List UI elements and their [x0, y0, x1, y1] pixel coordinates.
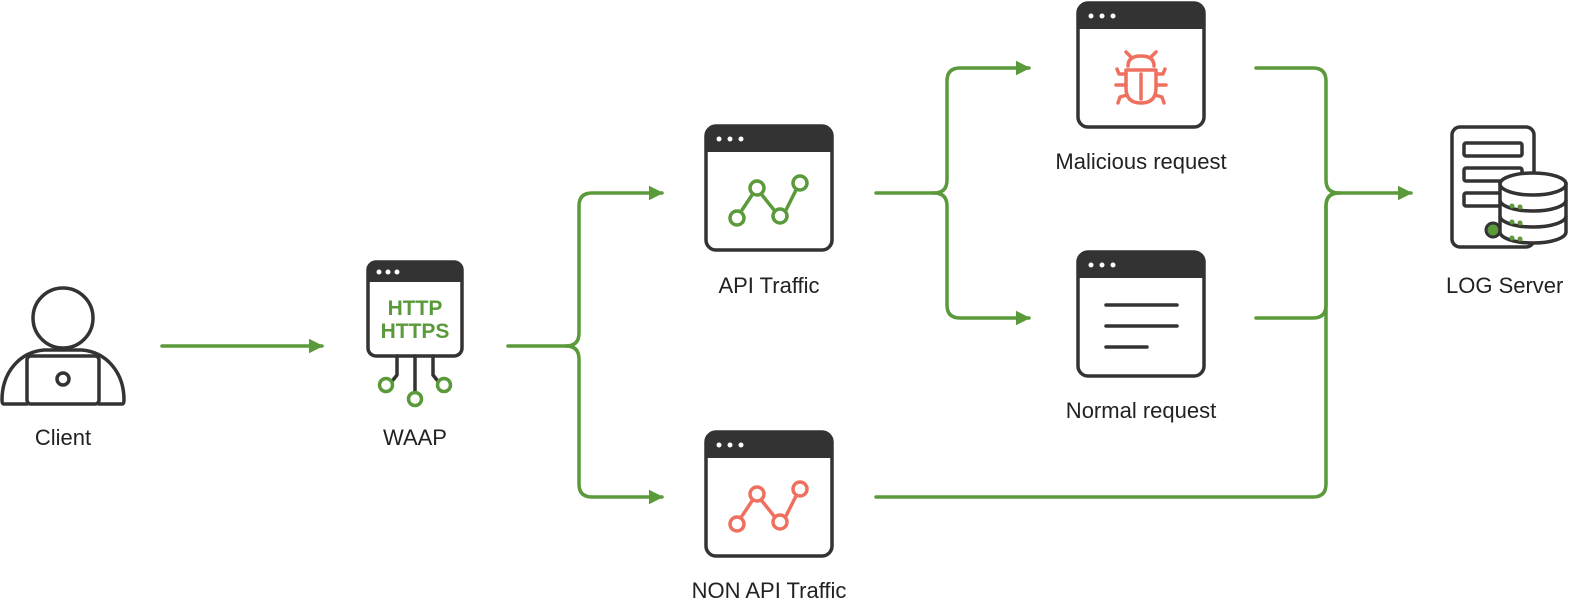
bug-window-icon: [1076, 1, 1206, 129]
green-graph-window-icon: [704, 124, 834, 252]
branch-to-normal: [932, 191, 1031, 326]
non-api-traffic-label: NON API Traffic: [691, 578, 847, 603]
merge-from-malicious: [1254, 66, 1341, 195]
waap-chip-icon: HTTP HTTPS: [366, 260, 464, 408]
api-traffic-label: API Traffic: [718, 273, 820, 298]
branch-to-api-traffic: [564, 185, 664, 348]
waap-badge-line-2: HTTPS: [381, 320, 450, 343]
branch-to-non-api-traffic: [564, 344, 664, 505]
red-graph-window-icon: [704, 430, 834, 558]
text-window-icon: [1076, 250, 1206, 378]
log-server-label: LOG Server: [1446, 273, 1564, 298]
malicious-request-label: Malicious request: [1055, 149, 1227, 174]
normal-request-label: Normal request: [1065, 398, 1217, 423]
client-label: Client: [34, 425, 92, 450]
waap-label: WAAP: [383, 425, 447, 450]
user-laptop-icon: [0, 286, 126, 406]
server-database-icon: [1450, 125, 1568, 249]
merge-from-non-api: [874, 191, 1341, 499]
connectors: [160, 60, 1413, 505]
waap-badge-line-1: HTTP: [388, 297, 443, 320]
branch-to-malicious: [932, 60, 1031, 195]
